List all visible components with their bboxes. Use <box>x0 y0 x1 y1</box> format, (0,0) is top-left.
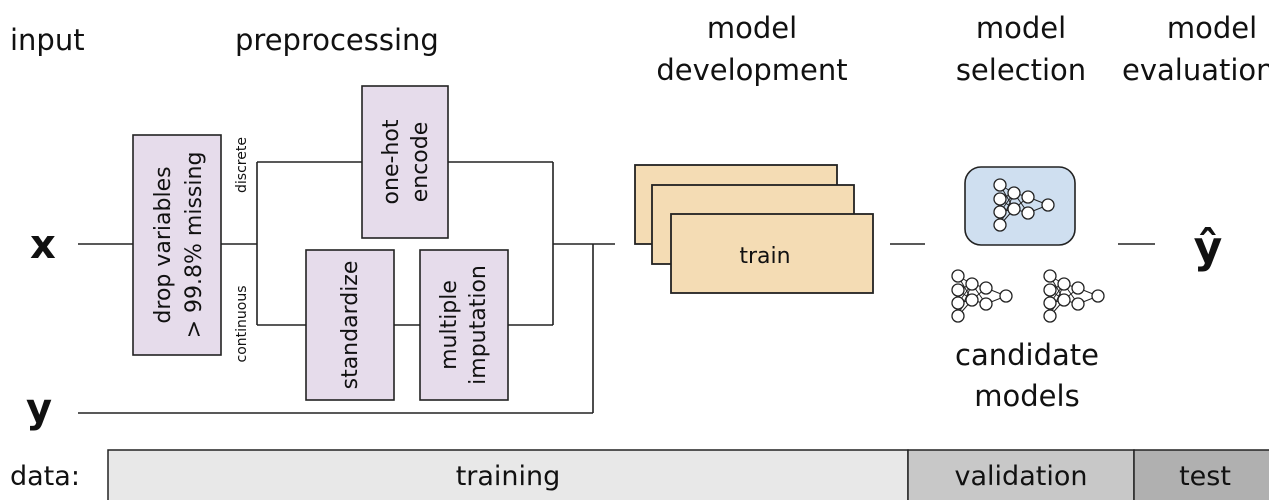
data-bar-label: data: <box>10 461 80 492</box>
header-model-evaluation-2: evaluation <box>1122 53 1269 87</box>
candidate-models-label-2: models <box>974 379 1079 413</box>
one-hot-label-1: one-hot <box>379 119 404 204</box>
data-segment-test-label: test <box>1179 461 1231 492</box>
selected-model-network-icon <box>993 178 1055 232</box>
drop-variables-box: drop variables > 99.8% missing <box>132 134 222 356</box>
standardize-label: standardize <box>338 261 363 390</box>
y-hat-output: ŷ <box>1194 222 1223 273</box>
data-segment-validation-label: validation <box>955 461 1088 492</box>
drop-variables-label-2: > 99.8% missing <box>182 152 207 339</box>
candidate-model-network-icon <box>1043 269 1105 323</box>
train-label: train <box>739 244 790 269</box>
one-hot-label-2: encode <box>408 122 433 203</box>
multiple-imputation-box: multiple imputation <box>419 249 509 401</box>
x-variable: x <box>30 222 56 268</box>
one-hot-encode-box: one-hot encode <box>361 85 449 239</box>
imputation-label-1: multiple <box>437 280 462 370</box>
train-box-stack: train <box>634 164 874 294</box>
data-segment-training-label: training <box>456 461 561 492</box>
branch-discrete-label: discrete <box>234 137 250 193</box>
header-model-selection-2: selection <box>956 53 1086 87</box>
imputation-label-2: imputation <box>466 265 491 385</box>
drop-variables-label-1: drop variables <box>151 166 176 323</box>
header-preprocessing: preprocessing <box>235 23 439 57</box>
standardize-box: standardize <box>305 249 395 401</box>
y-variable: y <box>26 386 52 432</box>
header-model-evaluation-1: model <box>1167 11 1257 45</box>
candidate-model-network-icon <box>951 269 1013 323</box>
header-input: input <box>10 23 85 57</box>
data-segment-test <box>1133 449 1269 500</box>
data-segment-validation <box>907 449 1135 500</box>
selected-model <box>964 166 1076 246</box>
header-model-development-1: model <box>707 11 797 45</box>
connector-lines <box>78 161 1155 414</box>
branch-continuous-label: continuous <box>234 286 250 363</box>
header-model-selection-1: model <box>976 11 1066 45</box>
candidate-models-label-1: candidate <box>955 338 1099 372</box>
data-segment-training <box>107 449 909 500</box>
data-bar: training validation test <box>107 449 1269 500</box>
header-model-development-2: development <box>656 53 847 87</box>
